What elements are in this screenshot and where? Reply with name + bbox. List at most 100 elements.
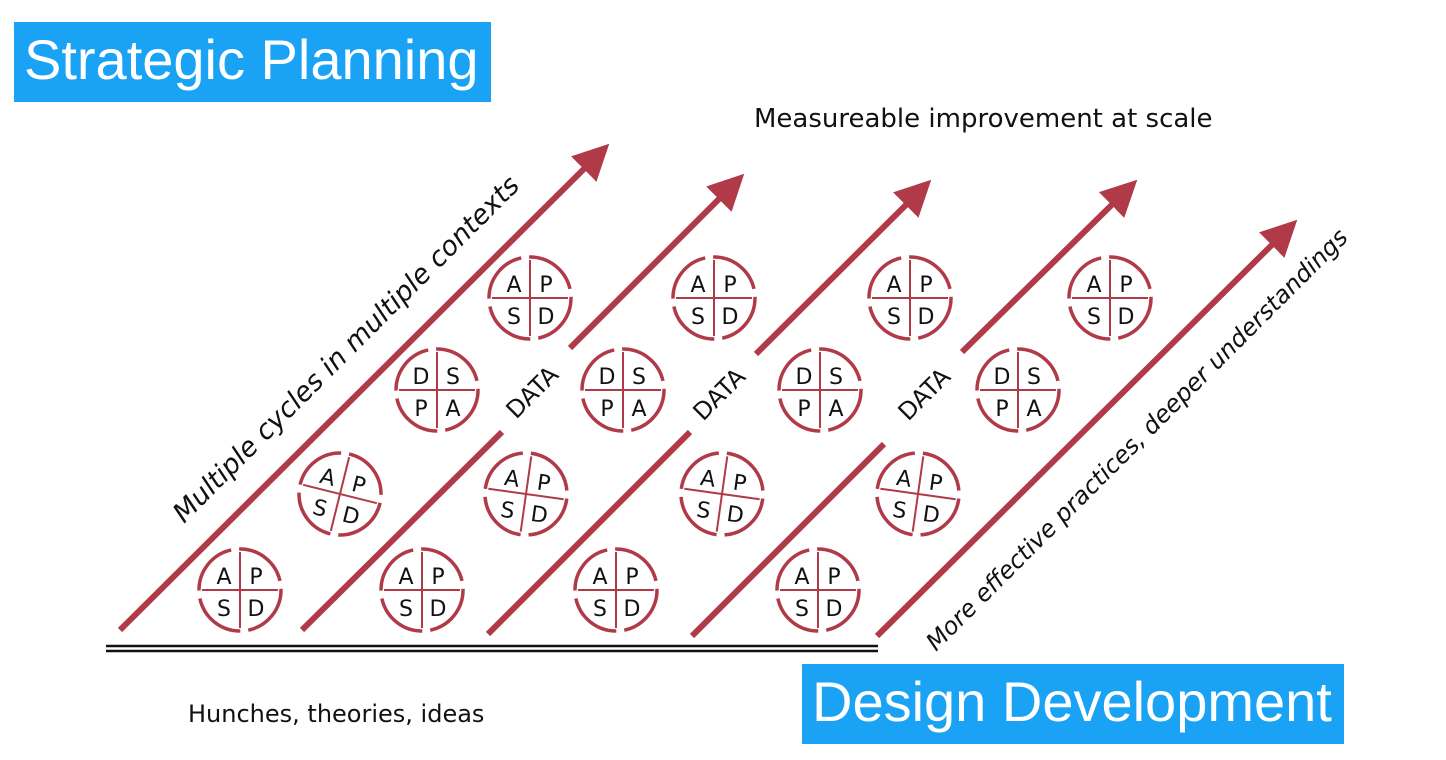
cycle-letter: P <box>731 471 748 498</box>
cycle-letter: P <box>414 397 427 422</box>
cycle-letter: D <box>994 365 1011 390</box>
cycle-letter: S <box>1027 365 1041 390</box>
cycle-letter: A <box>506 273 521 298</box>
strategic-planning-banner: Strategic Planning <box>14 22 491 102</box>
cycle-letter: D <box>413 365 430 390</box>
cycle-letter: A <box>828 397 843 422</box>
cycle-letter: A <box>1026 397 1041 422</box>
cycle-letter: A <box>794 565 809 590</box>
left-diagonal-caption: Multiple cycles in multiple contexts <box>167 170 526 529</box>
arrow-5 <box>874 219 1298 639</box>
cycle-letter: P <box>797 397 810 422</box>
cycle-ring <box>679 451 765 537</box>
arrow-1 <box>117 143 610 633</box>
cycle-letter: P <box>927 471 944 498</box>
arrow-3-upper <box>753 179 932 357</box>
arrow-4-upper <box>959 179 1138 355</box>
cycle-letter: S <box>593 597 607 622</box>
cycle-letter: S <box>795 597 809 622</box>
arrow-2-lower <box>299 429 505 633</box>
top-caption: Measureable improvement at scale <box>754 104 1213 134</box>
cycle-letter: S <box>507 305 521 330</box>
cycle-letter: S <box>691 305 705 330</box>
cycle-ring <box>394 347 480 433</box>
cycle-letter: A <box>398 565 413 590</box>
cycle-letter: S <box>399 597 413 622</box>
cycle-ring <box>487 255 573 341</box>
cycle-divider-horizontal <box>880 487 956 501</box>
cycle-letter: D <box>430 597 447 622</box>
cycle-letter: P <box>1119 273 1132 298</box>
design-development-banner: Design Development <box>802 664 1344 744</box>
cycle-letter: D <box>340 503 362 531</box>
arrow-3-lower <box>485 429 693 637</box>
cycle-ring <box>573 547 659 633</box>
cycle-letter: S <box>891 498 908 525</box>
cycle-letter: P <box>723 273 736 298</box>
cycle-divider-horizontal <box>488 487 564 501</box>
data-label-1: DATA <box>501 360 565 424</box>
cycle-letter: A <box>445 397 460 422</box>
cycle-letter: A <box>690 273 705 298</box>
cycle-ring <box>483 451 569 537</box>
cycle-letter: D <box>796 365 813 390</box>
cycle-letter: P <box>431 565 444 590</box>
cycle-letter: S <box>446 365 460 390</box>
cycle-ring <box>297 451 383 537</box>
cycle-letter: D <box>599 365 616 390</box>
cycle-letter: S <box>695 498 712 525</box>
cycle-ring <box>775 547 861 633</box>
cycle-letter: A <box>503 466 521 493</box>
cycle-letter: S <box>632 365 646 390</box>
cycle-ring <box>1067 255 1153 341</box>
cycle-ring <box>777 347 863 433</box>
arrow-4-lower <box>689 441 887 639</box>
cycle-letter: A <box>1086 273 1101 298</box>
cycle-ring <box>379 547 465 633</box>
cycle-ring <box>867 255 953 341</box>
cycle-letter: S <box>217 597 231 622</box>
cycle-letter: S <box>829 365 843 390</box>
cycle-letter: A <box>895 466 913 493</box>
cycle-ring <box>580 347 666 433</box>
cycle-letter: P <box>600 397 613 422</box>
cycle-letter: S <box>887 305 901 330</box>
cycle-letter: D <box>921 502 941 529</box>
cycle-letter: S <box>1087 305 1101 330</box>
data-label-2: DATA <box>688 362 752 426</box>
cycle-ring <box>671 255 757 341</box>
cycle-letter: A <box>216 565 231 590</box>
cycle-divider-horizontal <box>302 483 378 505</box>
cycle-ring <box>197 547 283 633</box>
cycle-letter: D <box>624 597 641 622</box>
cycle-letter: D <box>529 502 549 529</box>
cycle-letter: A <box>592 565 607 590</box>
cycle-ring <box>975 347 1061 433</box>
arrows-group <box>117 143 1298 639</box>
cycle-letter: A <box>699 466 717 493</box>
cycle-letter: P <box>625 565 638 590</box>
cycle-letter: D <box>725 502 745 529</box>
cycle-letter: P <box>919 273 932 298</box>
arrow-2-upper <box>567 173 745 351</box>
cycle-letter: A <box>631 397 646 422</box>
cycle-letter: A <box>886 273 901 298</box>
cycle-letter: P <box>539 273 552 298</box>
cycle-letter: D <box>538 305 555 330</box>
